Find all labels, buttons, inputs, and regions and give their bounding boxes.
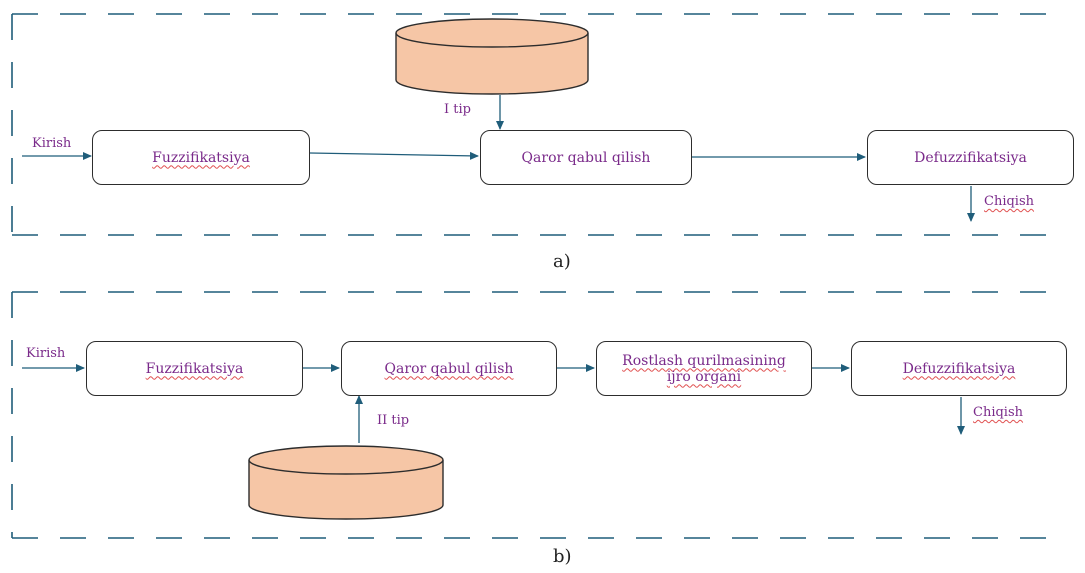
type-label-a: I tip	[444, 102, 471, 117]
fuzzification-label-b: Fuzzifikatsiya	[145, 360, 244, 377]
caption-a: a)	[553, 251, 571, 272]
fuzzification-box-b: Fuzzifikatsiya	[86, 341, 303, 396]
defuzzification-box-b: Defuzzifikatsiya	[851, 341, 1067, 396]
actuator-label-line1: Rostlash qurilmasining	[622, 352, 786, 369]
caption-b: b)	[553, 546, 572, 567]
decision-label-b: Qaror qabul qilish	[384, 360, 514, 377]
defuzzification-label-b: Defuzzifikatsiya	[902, 360, 1016, 377]
input-label-b: Kirish	[26, 346, 66, 361]
fuzzification-label-a: Fuzzifikatsiya	[152, 149, 250, 166]
panel-b-frame	[11, 291, 1060, 539]
defuzzification-label-a: Defuzzifikatsiya	[914, 149, 1027, 166]
fuzzification-box-a: Fuzzifikatsiya	[92, 130, 310, 185]
input-label-a: Kirish	[32, 136, 72, 151]
decision-box-a: Qaror qabul qilish	[480, 130, 692, 185]
output-label-b: Chiqish	[973, 405, 1024, 420]
decision-box-b: Qaror qabul qilish	[341, 341, 557, 396]
database-b-icon	[248, 445, 444, 520]
actuator-label-line2: ijro organi	[666, 368, 742, 385]
decision-label-a: Qaror qabul qilish	[521, 149, 651, 166]
output-label-a: Chiqish	[984, 194, 1035, 209]
type-label-b: II tip	[377, 413, 410, 428]
defuzzification-box-a: Defuzzifikatsiya	[867, 130, 1074, 185]
panel-a-frame	[11, 13, 1060, 236]
actuator-box-b: Rostlash qurilmasining ijro organi	[596, 341, 812, 396]
database-a-icon	[395, 18, 589, 95]
